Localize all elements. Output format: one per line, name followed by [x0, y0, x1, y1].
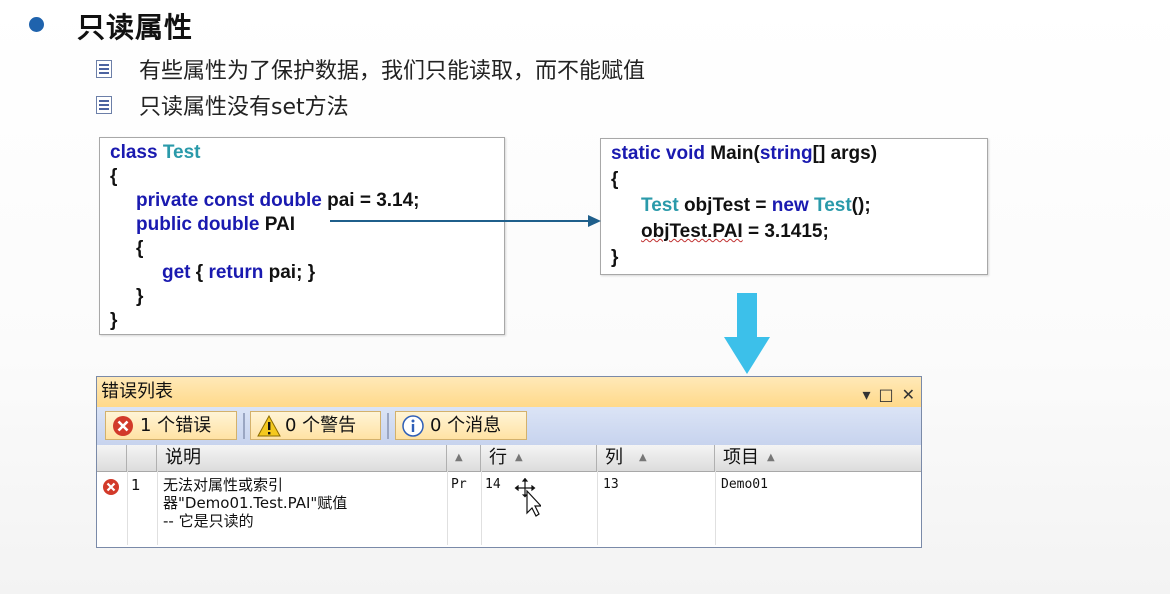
column-header-icon[interactable]: [97, 445, 127, 471]
error-icon: [103, 479, 119, 495]
errors-filter-button[interactable]: 1 个错误: [105, 411, 237, 440]
bullet-text: 只读属性没有set方法: [139, 95, 349, 120]
toolbar-separator: [243, 413, 245, 439]
column-header-file[interactable]: ▲: [447, 445, 481, 471]
row-file: Pr: [451, 477, 467, 492]
code-line: public double PAI: [136, 214, 296, 235]
sort-icon: ▲: [455, 452, 463, 463]
title-bullet-dot: [29, 17, 44, 32]
column-header-index[interactable]: [127, 445, 157, 471]
bullet-text: 有些属性为了保护数据，我们只能读取，而不能赋值: [139, 59, 646, 84]
code-line: class Test: [110, 142, 201, 163]
row-index: 1: [131, 476, 141, 494]
row-description: 无法对属性或索引 器"Demo01.Test.PAI"赋值 -- 它是只读的: [163, 476, 348, 530]
error-list-toolbar: 1 个错误 0 个警告 0 个消息: [97, 407, 921, 445]
list-bullet-icon: [96, 96, 112, 114]
messages-filter-button[interactable]: 0 个消息: [395, 411, 527, 440]
code-line: }: [110, 310, 118, 331]
code-line: static void Main(string[] args): [611, 143, 878, 164]
column-header-column[interactable]: 列▲: [597, 445, 715, 471]
sort-icon: ▲: [767, 452, 775, 463]
code-line: {: [110, 166, 118, 187]
error-list-window: 错误列表 ▾ □ ✕ 1 个错误 0 个警告: [96, 376, 922, 548]
row-project: Demo01: [721, 477, 768, 492]
sort-icon: ▲: [639, 452, 647, 463]
error-list-header: 说明 ▲ 行▲ 列▲ 项目▲: [97, 445, 921, 472]
warnings-filter-button[interactable]: 0 个警告: [250, 411, 381, 440]
bullet-item: 有些属性为了保护数据，我们只能读取，而不能赋值: [96, 53, 645, 85]
row-line: 14: [485, 477, 501, 492]
warning-icon: [257, 415, 281, 437]
bullet-item: 只读属性没有set方法: [96, 89, 349, 121]
close-icon[interactable]: ✕: [901, 385, 915, 404]
row-column: 13: [603, 477, 619, 492]
error-list-title: 错误列表: [101, 381, 173, 402]
column-header-line[interactable]: 行▲: [481, 445, 597, 471]
code-line: private const double pai = 3.14;: [136, 190, 420, 211]
sort-icon: ▲: [515, 452, 523, 463]
column-header-project[interactable]: 项目▲: [723, 447, 775, 468]
code-line: }: [136, 286, 144, 307]
down-arrow-icon: [724, 293, 770, 374]
code-line: get { return pai; }: [162, 262, 316, 283]
code-box-main-method: static void Main(string[] args) { Test o…: [600, 138, 988, 275]
code-line: objTest.PAI = 3.1415;: [641, 221, 829, 242]
error-icon: [113, 416, 133, 436]
code-line: {: [611, 169, 619, 190]
slide-title: 只读属性: [77, 11, 194, 44]
error-squiggle-text: objTest.PAI: [641, 221, 743, 242]
code-line: {: [136, 238, 144, 259]
error-list-titlebar: 错误列表 ▾ □ ✕: [97, 377, 921, 407]
maximize-icon[interactable]: □: [878, 385, 894, 404]
toolbar-separator: [387, 413, 389, 439]
right-arrow-icon: [330, 215, 601, 227]
move-cursor-icon: [513, 477, 541, 517]
info-icon: [402, 415, 424, 437]
list-bullet-icon: [96, 60, 112, 78]
code-box-test-class: class Test { private const double pai = …: [99, 137, 505, 335]
table-row[interactable]: 1 无法对属性或索引 器"Demo01.Test.PAI"赋值 -- 它是只读的…: [97, 472, 921, 534]
column-header-description[interactable]: 说明: [157, 445, 447, 471]
dropdown-icon[interactable]: ▾: [862, 385, 871, 404]
code-line: }: [611, 247, 619, 268]
code-line: Test objTest = new Test();: [641, 195, 871, 216]
